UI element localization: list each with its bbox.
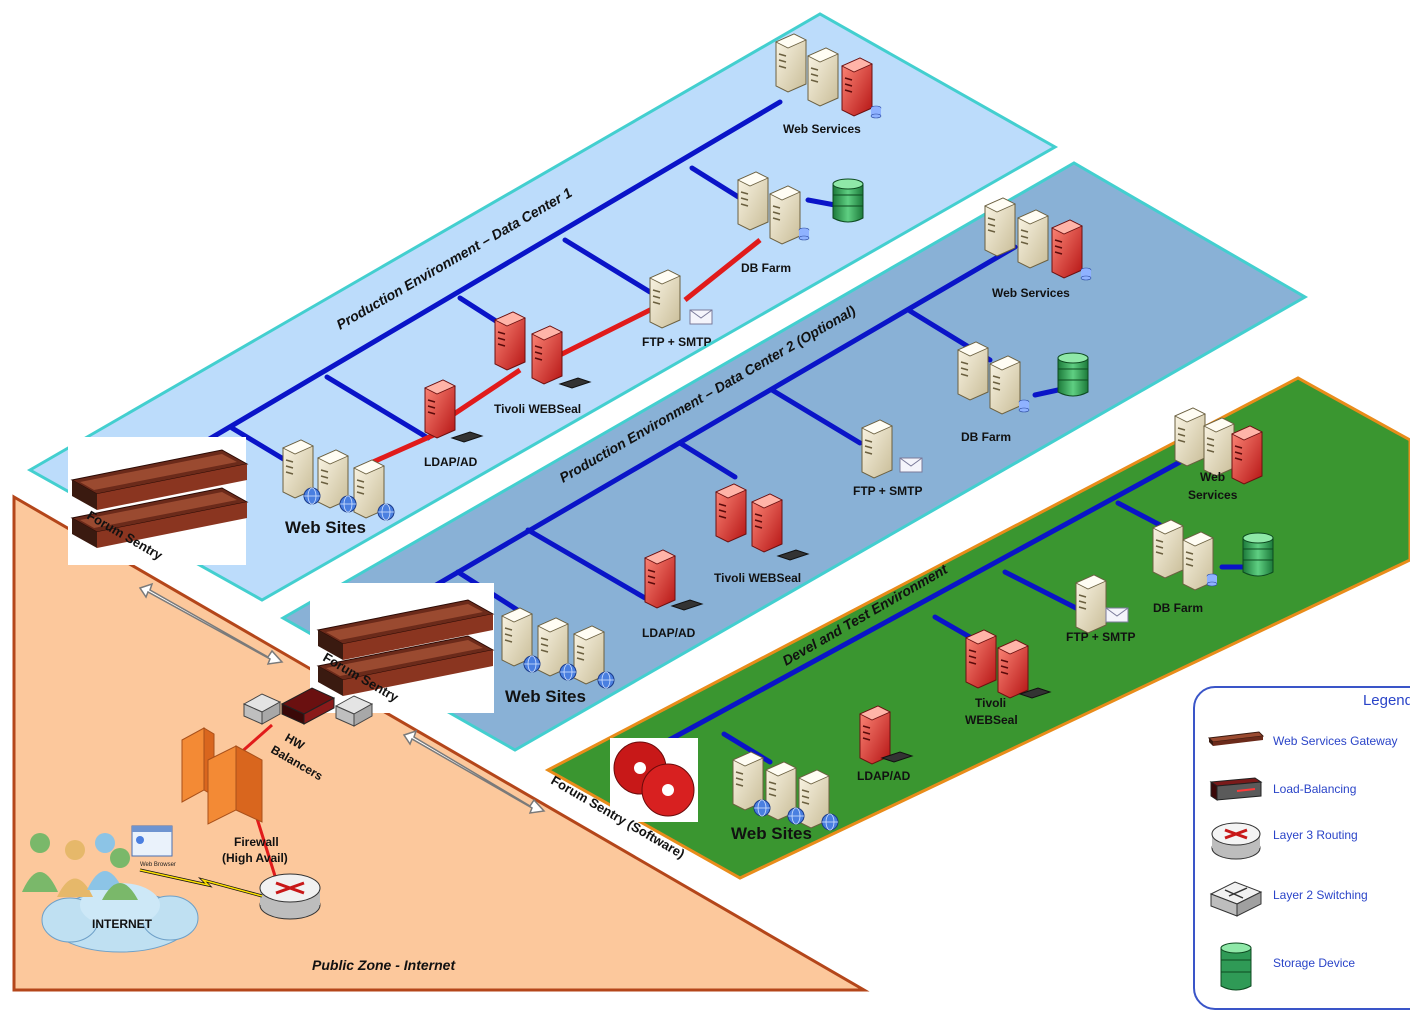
dc2-web-sites-label: Web Sites [505, 687, 586, 706]
web-browser-icon [131, 825, 173, 857]
legend-item-layer2-switching: Layer 2 Switching [1195, 872, 1410, 918]
dc1-db-farm-label: DB Farm [741, 261, 791, 275]
load-balancer-icon [1209, 777, 1263, 801]
dc2-gateway [310, 583, 494, 713]
router-icon [1211, 822, 1261, 860]
firewall-label-1: Firewall [234, 835, 279, 849]
dc1-tivoli-label: Tivoli WEBSeal [494, 402, 581, 416]
storage-icon [832, 178, 864, 223]
devtest-web-services-label-2: Services [1188, 488, 1238, 502]
devtest-tivoli-label-1: Tivoli [975, 696, 1006, 710]
web-browser-label: Web Browser [140, 862, 176, 868]
devtest-tivoli-label-2: WEBSeal [965, 713, 1018, 727]
dc1-web-sites-label: Web Sites [285, 518, 366, 537]
legend-label: Layer 2 Switching [1273, 888, 1368, 902]
devtest-software-cd-icon [610, 738, 698, 822]
legend-label: Web Services Gateway [1273, 734, 1398, 748]
zone-public-title: Public Zone - Internet [312, 957, 456, 973]
legend-item-layer3-routing: Layer 3 Routing [1195, 812, 1410, 860]
users-icon [22, 833, 138, 900]
storage-icon [1220, 942, 1252, 991]
hw-balancers-icon [242, 687, 374, 727]
internet-label: INTERNET [92, 917, 153, 931]
switch-icon [1209, 881, 1263, 917]
dc1-ftp-smtp-label: FTP + SMTP [642, 335, 711, 349]
firewall-label-2: (High Avail) [222, 851, 288, 865]
devtest-ftp-smtp-label: FTP + SMTP [1066, 630, 1135, 644]
connection-arrows [138, 582, 546, 814]
devtest-db-farm-label: DB Farm [1153, 601, 1203, 615]
legend-title: Legend [1362, 692, 1410, 709]
zone-devtest [544, 376, 1410, 880]
legend-label: Load-Balancing [1273, 782, 1357, 796]
lightning-link [139, 868, 263, 898]
dc2-ldap-label: LDAP/AD [642, 626, 696, 640]
devtest-backbone [657, 459, 1245, 765]
dc2-ftp-smtp-label: FTP + SMTP [853, 484, 922, 498]
gateway-icon [1207, 731, 1265, 746]
dc1-ldap-label: LDAP/AD [424, 455, 478, 469]
legend-item-gateway: Web Services Gateway [1195, 718, 1410, 764]
router-icon [259, 873, 321, 920]
legend-label: Layer 3 Routing [1273, 828, 1358, 842]
devtest-ldap-label: LDAP/AD [857, 769, 911, 783]
legend: Legend Web Services Gateway Load-Balanci… [1193, 686, 1410, 1010]
devtest-web-services-label-1: Web [1200, 470, 1225, 484]
dc2-tivoli-label: Tivoli WEBSeal [714, 571, 801, 585]
devtest-web-sites-label: Web Sites [731, 824, 812, 843]
zone-public [12, 494, 870, 992]
firewall-icon [181, 727, 263, 825]
internet-cloud [41, 883, 199, 953]
dc2-backbone [392, 244, 1061, 621]
dc2-web-services-label: Web Services [992, 286, 1070, 300]
legend-item-storage-device: Storage Device [1195, 940, 1410, 991]
legend-item-load-balancing: Load-Balancing [1195, 766, 1410, 812]
dc2-db-farm-label: DB Farm [961, 430, 1011, 444]
legend-label: Storage Device [1273, 956, 1356, 970]
dc1-gateway [68, 437, 248, 565]
dc1-web-services-label: Web Services [783, 122, 861, 136]
